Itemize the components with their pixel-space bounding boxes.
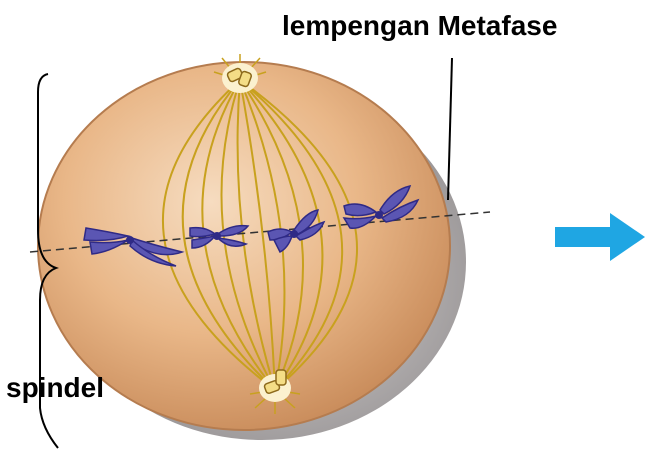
metaphase-leader-line	[448, 58, 452, 200]
metaphase-plate-label: lempengan Metafase	[282, 10, 557, 42]
spindle-label: spindel	[6, 372, 104, 404]
top-centrosome	[222, 63, 258, 93]
right-arrow-icon	[555, 213, 645, 261]
